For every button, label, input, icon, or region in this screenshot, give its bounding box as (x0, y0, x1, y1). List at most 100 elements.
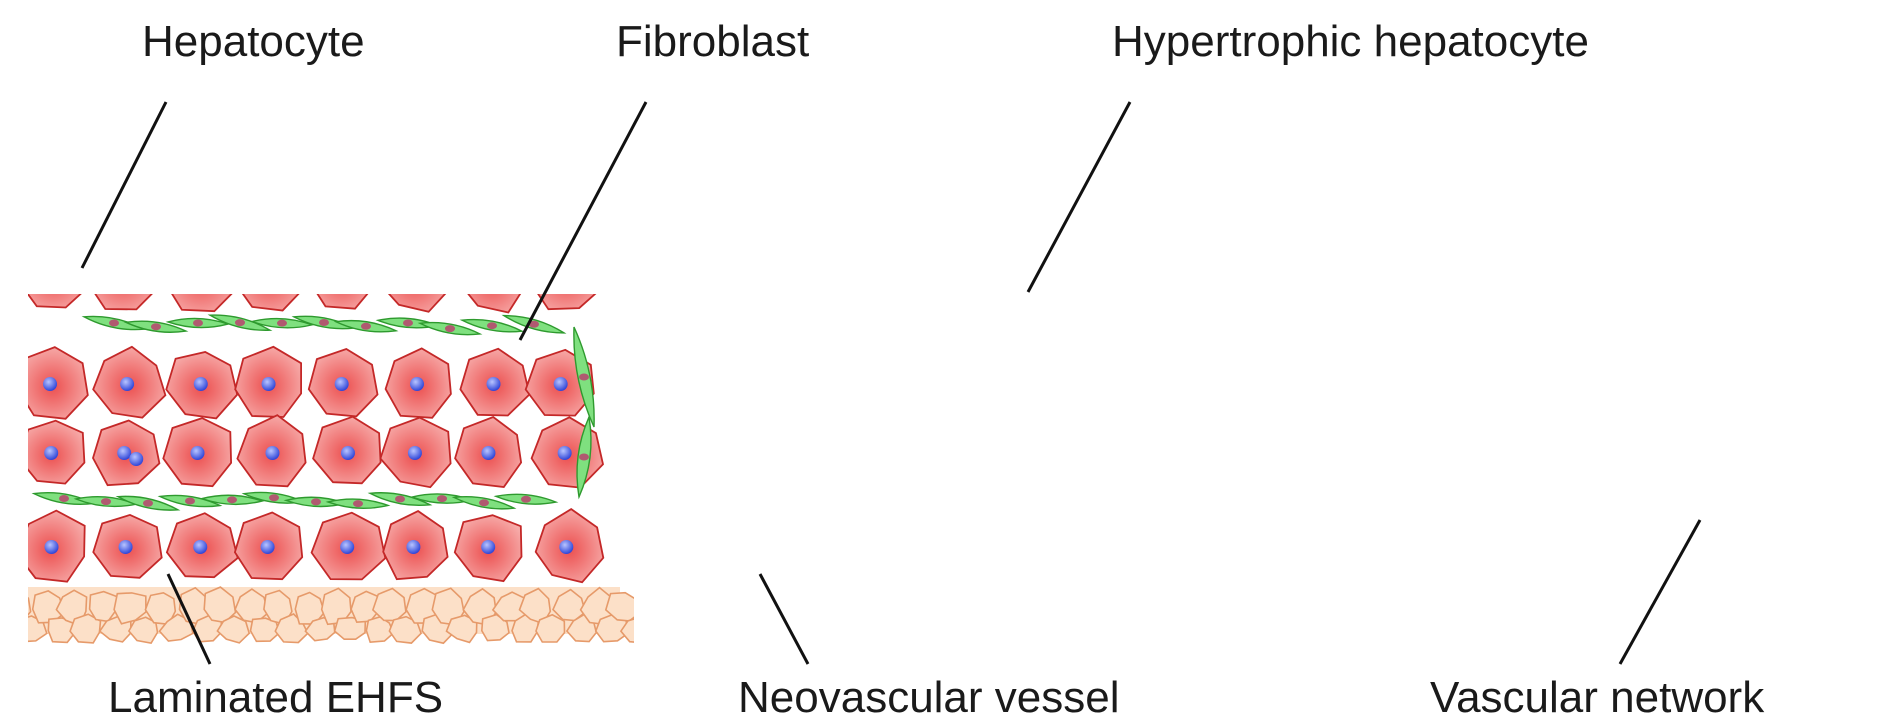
fibroblast-nucleus (1333, 484, 1343, 491)
nucleus (1494, 520, 1508, 534)
hypertrophic-hepatocyte (1071, 235, 1169, 315)
nucleus (1384, 460, 1398, 474)
label-vascular-network: Vascular network (1430, 676, 1764, 720)
vessel (983, 477, 1033, 607)
tissue-bottom-cell (714, 614, 744, 640)
nucleus (120, 377, 134, 391)
hepatocyte (1010, 347, 1074, 407)
nucleus (335, 377, 349, 391)
nucleus (801, 268, 815, 282)
fibroblast-nucleus (437, 495, 447, 502)
hepatocyte (1298, 509, 1363, 567)
nucleus (192, 270, 206, 284)
fibroblast (1293, 481, 1383, 492)
tissue-top-cell (1387, 140, 1482, 222)
tissue-bottom-cell (671, 591, 701, 625)
fibroblast-nucleus (479, 499, 489, 506)
tissue-top-cell (747, 144, 844, 222)
tissue-bottom-cell (1408, 617, 1441, 643)
hypertrophic-hepatocyte (850, 242, 944, 318)
nucleus (1524, 380, 1538, 394)
hypertrophic-hepatocyte (768, 510, 874, 581)
hepatocyte (1579, 427, 1646, 488)
tissue-bottom-cell (826, 615, 854, 643)
hepatocyte (794, 335, 859, 397)
fibroblast-nucleus (109, 319, 119, 326)
nucleus (1164, 410, 1178, 424)
fibroblast-nucleus (1348, 389, 1358, 396)
nucleus (487, 377, 501, 391)
hepatocyte (865, 348, 929, 409)
tissue-bottom-cell (1032, 617, 1062, 642)
nucleus (559, 540, 573, 554)
nucleus (888, 276, 902, 290)
hepatocyte (1660, 414, 1726, 476)
tissue-bottom-cell (1527, 617, 1557, 641)
nucleus (1754, 460, 1768, 474)
hepatocyte (1762, 516, 1827, 578)
tissue-bottom-cell (1552, 616, 1582, 640)
tissue-bottom-cell (1394, 591, 1428, 626)
tissue-top-cell (1558, 140, 1664, 225)
fibroblast-nucleus (101, 498, 111, 505)
hepatocyte (1570, 346, 1638, 407)
nucleus (1556, 446, 1570, 460)
tissue-bottom-cell (1304, 588, 1338, 622)
fibroblast-nucleus (1838, 344, 1848, 351)
vessel (1593, 437, 1633, 607)
nucleus (554, 377, 568, 391)
tissue-bottom-cell (904, 587, 934, 621)
tissue-bottom-cell (1420, 588, 1454, 621)
tissue-top-cell (390, 139, 484, 217)
fibroblast-nucleus (185, 497, 195, 504)
tissue-bottom-cell (985, 588, 1019, 622)
tissue-bottom-cell (1774, 588, 1805, 621)
fibroblast-nucleus (1843, 514, 1853, 521)
tissue-bottom-cell (1833, 591, 1865, 625)
hepatocyte (1588, 278, 1657, 338)
hepatocyte (856, 414, 927, 475)
nucleus (1119, 470, 1133, 484)
tissue-bottom-cell (1090, 615, 1120, 640)
nucleus (1844, 520, 1858, 534)
nucleus (1834, 460, 1848, 474)
hepatocyte (88, 241, 158, 310)
fibroblast (1343, 347, 1363, 437)
nucleus (1209, 268, 1223, 282)
nucleus (481, 446, 495, 460)
fibroblast (653, 464, 693, 471)
hepatocyte (1731, 439, 1796, 494)
nucleus (190, 446, 204, 460)
panel-background (1293, 147, 1892, 634)
hepatocyte (1810, 435, 1874, 495)
nucleus (1324, 350, 1338, 364)
fibroblast-nucleus (1188, 359, 1198, 366)
tissue-bottom-cell (1148, 615, 1181, 640)
nucleus (273, 276, 287, 290)
tissue-bottom-cell (1805, 588, 1836, 622)
hypertrophic-hepatocyte (1037, 507, 1143, 586)
nucleus (884, 440, 898, 454)
tissue-bottom-cell (1133, 591, 1166, 624)
tissue-bottom-cell (1501, 615, 1528, 639)
tissue-bottom-layer (1293, 587, 1892, 634)
vessel (1381, 147, 1773, 607)
tissue-top-cell (579, 143, 673, 219)
hepatocyte (1302, 329, 1362, 387)
fibroblast-nucleus (1718, 439, 1728, 446)
nucleus (129, 452, 143, 466)
fibroblast-nucleus (319, 319, 329, 326)
tissue-bottom-cell (1512, 592, 1543, 621)
fibroblast (1073, 266, 1123, 277)
hepatocyte (1678, 496, 1744, 556)
nucleus (481, 540, 495, 554)
hepatocyte (1432, 335, 1492, 396)
nucleus (119, 540, 133, 554)
pointer-hypertrophic (1028, 102, 1130, 292)
nucleus (1594, 370, 1608, 384)
pointer-neovascular (760, 574, 808, 664)
nucleus (1724, 370, 1738, 384)
nucleus (944, 540, 958, 554)
tissue-bottom-cell (729, 591, 757, 623)
nucleus (1314, 440, 1328, 454)
